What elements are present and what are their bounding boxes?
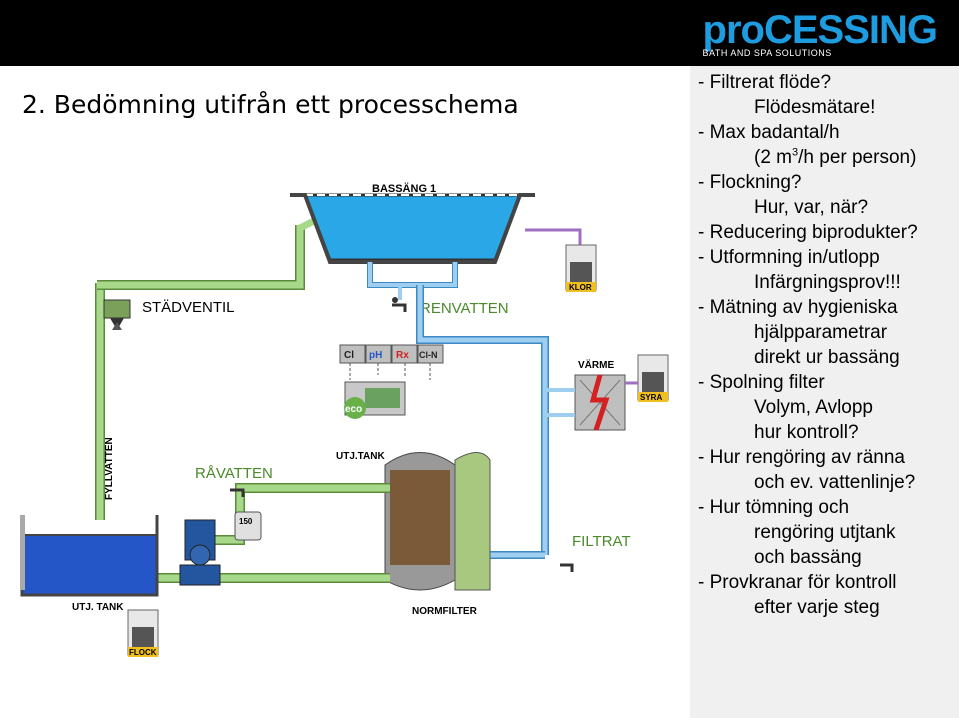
sensor-rx-label: Rx bbox=[396, 350, 409, 361]
note-sub: hur kontroll? bbox=[754, 422, 859, 443]
pool-basin bbox=[290, 193, 535, 264]
flow-gauge bbox=[234, 511, 262, 541]
note-provkranar: - Provkranar för kontroll efter varje st… bbox=[698, 570, 953, 620]
note-sub: (2 m3/h per person) bbox=[698, 145, 953, 170]
logo-cessing: CESSING bbox=[763, 8, 938, 52]
utj-tank-bottom-label: UTJ. TANK bbox=[72, 602, 124, 613]
eco-label: eco bbox=[345, 404, 362, 415]
filtrat-tap-icon bbox=[560, 563, 574, 572]
note-sub: efter varje steg bbox=[754, 597, 880, 618]
note-line: - Utformning in/utlopp bbox=[698, 247, 880, 268]
sensor-cl-label: Cl bbox=[344, 350, 354, 361]
notes-list: - Filtrerat flöde? Flödesmätare! - Max b… bbox=[698, 70, 953, 620]
flock-tank bbox=[127, 609, 159, 657]
note-reducering: - Reducering biprodukter? bbox=[698, 220, 953, 245]
sensor-cln-label: Cl-N bbox=[419, 350, 438, 360]
note-line: - Provkranar för kontroll bbox=[698, 572, 897, 593]
heater bbox=[545, 374, 626, 431]
note-utformning: - Utformning in/utlopp Infärgningsprov!!… bbox=[698, 245, 953, 295]
note-matning: - Mätning av hygieniska hjälpparametrar … bbox=[698, 295, 953, 370]
controller-unit bbox=[344, 381, 406, 419]
renvatten-label: RENVATTEN bbox=[420, 300, 509, 317]
note-sub: Volym, Avlopp bbox=[754, 397, 874, 418]
top-bar: proCESSING BATH AND SPA SOLUTIONS bbox=[0, 0, 959, 66]
note-rengoring: - Hur rengöring av ränna och ev. vattenl… bbox=[698, 445, 953, 495]
varme-label: VÄRME bbox=[578, 358, 614, 371]
sensor-ph-label: pH bbox=[369, 350, 382, 361]
note-badantal: - Max badantal/h (2 m3/h per person) bbox=[698, 120, 953, 170]
note-flockning: - Flockning? Hur, var, när? bbox=[698, 170, 953, 220]
note-line: - Filtrerat flöde? bbox=[698, 72, 832, 93]
note-line: - Max badantal/h bbox=[698, 122, 840, 143]
note-sub: och ev. vattenlinje? bbox=[754, 472, 916, 493]
notes-panel-background bbox=[690, 66, 959, 718]
note-sub-post: /h per person) bbox=[798, 147, 917, 168]
note-sub: rengöring utjtank bbox=[754, 522, 896, 543]
flock-label: FLOCK bbox=[129, 648, 157, 657]
ravatten-tap-icon bbox=[230, 488, 245, 497]
note-line: - Hur rengöring av ränna bbox=[698, 447, 905, 468]
normfilter-label: NORMFILTER bbox=[412, 606, 478, 617]
note-sub: och bassäng bbox=[754, 547, 862, 568]
utj-tank-top-label: UTJ.TANK bbox=[336, 451, 385, 462]
note-line: - Mätning av hygieniska bbox=[698, 297, 898, 318]
stadventil-label: STÄDVENTIL bbox=[142, 299, 235, 316]
note-sub: Hur, var, när? bbox=[754, 197, 869, 218]
cleaning-valve-icon bbox=[103, 299, 131, 330]
note-line: - Spolning filter bbox=[698, 372, 825, 393]
note-line: - Reducering biprodukter? bbox=[698, 222, 918, 243]
bassang-label: BASSÄNG 1 bbox=[372, 182, 436, 195]
ravatten-label: RÅVATTEN bbox=[195, 465, 273, 482]
note-sub: Infärgningsprov!!! bbox=[754, 272, 901, 293]
klor-label: KLOR bbox=[569, 283, 592, 292]
syra-tank bbox=[625, 354, 669, 402]
brand-logo: proCESSING BATH AND SPA SOLUTIONS bbox=[702, 8, 938, 58]
filtrat-label: FILTRAT bbox=[572, 533, 631, 550]
renvatten-tap-icon bbox=[392, 297, 407, 312]
note-filtrerat: - Filtrerat flöde? Flödesmätare! bbox=[698, 70, 953, 120]
klor-tank bbox=[565, 244, 597, 292]
fyllvatten-label: FYLLVATTEN bbox=[104, 437, 115, 500]
syra-label: SYRA bbox=[640, 393, 662, 402]
logo-pro: pro bbox=[702, 8, 765, 52]
pool-outlet-pipes bbox=[367, 262, 458, 300]
note-sub-pre: (2 m bbox=[754, 147, 792, 168]
note-line: - Hur tömning och bbox=[698, 497, 850, 518]
utj-tank bbox=[20, 515, 159, 597]
note-sub: Flödesmätare! bbox=[754, 97, 876, 118]
note-line: - Flockning? bbox=[698, 172, 802, 193]
process-diagram: STÄDVENTIL FYLLVATTEN BASSÄNG 1 RENVATTE… bbox=[20, 182, 669, 657]
note-sub: hjälpparametrar bbox=[754, 322, 888, 343]
note-sub: direkt ur bassäng bbox=[754, 347, 900, 368]
pump bbox=[179, 519, 221, 586]
normfilter bbox=[384, 452, 491, 591]
sensor-panel: Cl pH Rx Cl-N bbox=[339, 344, 444, 380]
note-sub-sup: 3 bbox=[792, 146, 799, 159]
note-spolning: - Spolning filter Volym, Avlopp hur kont… bbox=[698, 370, 953, 445]
page-title: 2. Bedömning utifrån ett processchema bbox=[22, 90, 519, 119]
logo-tagline: BATH AND SPA SOLUTIONS bbox=[702, 48, 832, 58]
gauge-value: 150 bbox=[239, 517, 253, 526]
note-tomning: - Hur tömning och rengöring utjtank och … bbox=[698, 495, 953, 570]
